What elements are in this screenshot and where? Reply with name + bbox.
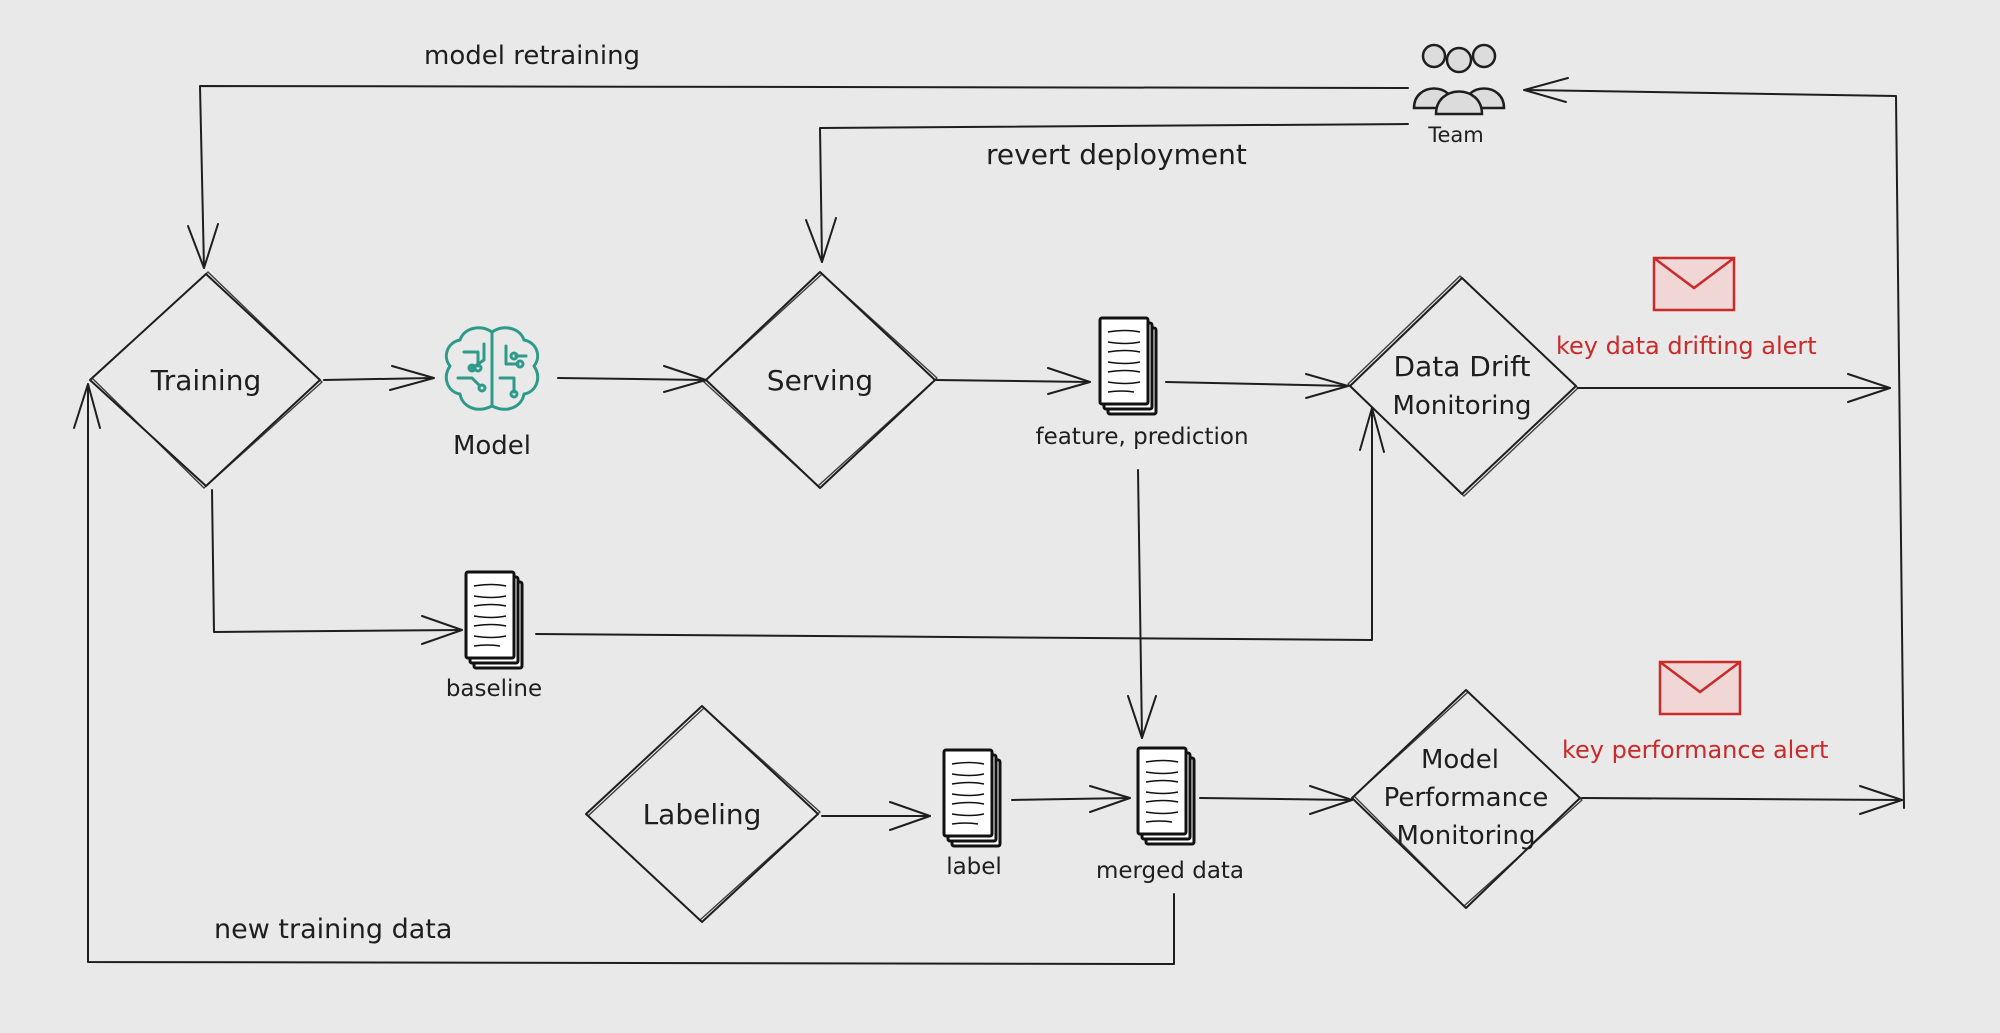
edge-merged-to-performance	[1199, 785, 1353, 815]
edge-training-to-model	[323, 365, 435, 391]
edge-drift-to-team-line	[1577, 373, 1891, 403]
serving-label: Serving	[767, 364, 873, 397]
baseline-label: baseline	[446, 676, 542, 702]
merged-data-label: merged data	[1096, 858, 1244, 884]
labeling-label: Labeling	[643, 798, 762, 831]
labeling-node	[585, 705, 821, 923]
team-label: Team	[1427, 123, 1484, 147]
edge-performance-to-team-line	[1581, 785, 1903, 815]
edge-revert-deployment	[805, 123, 1409, 263]
new-training-data-label: new training data	[214, 914, 452, 945]
training-node	[89, 271, 323, 489]
data-drift-alert-label: key data drifting alert	[1556, 332, 1817, 360]
data-drift-monitoring-node	[1347, 275, 1579, 497]
team-icon	[1412, 43, 1506, 116]
model-performance-monitoring-node	[1351, 689, 1583, 909]
edge-baseline-to-drift	[535, 407, 1385, 641]
edge-model-retraining	[187, 85, 1409, 269]
model-label: Model	[453, 431, 531, 461]
edge-labeling-to-label	[821, 801, 931, 831]
brain-circuit-icon	[444, 326, 540, 411]
feature-prediction-label: feature, prediction	[1035, 424, 1248, 450]
edge-features-to-drift	[1165, 373, 1349, 399]
model-retraining-label: model retraining	[424, 41, 640, 71]
edge-training-to-baseline	[211, 489, 463, 645]
merged-data-doc-icon	[1136, 746, 1196, 846]
data-drift-alert-envelope-icon	[1652, 256, 1736, 312]
feature-prediction-doc-icon	[1098, 316, 1158, 416]
label-doc-icon	[942, 748, 1002, 848]
model-perf-label-line3: Monitoring	[1396, 821, 1535, 851]
baseline-doc-icon	[464, 570, 524, 670]
model-perf-label-line1: Model	[1421, 745, 1499, 775]
training-label: Training	[150, 364, 261, 397]
data-drift-label-line1: Data Drift	[1394, 350, 1531, 383]
edge-features-to-merged	[1127, 469, 1157, 739]
performance-alert-label: key performance alert	[1562, 736, 1828, 764]
edge-label-to-merged	[1011, 785, 1131, 813]
edge-new-training-data	[73, 383, 1175, 965]
edge-model-to-serving	[557, 365, 707, 393]
model-perf-label-line2: Performance	[1384, 783, 1549, 813]
data-drift-label-line2: Monitoring	[1392, 391, 1531, 421]
serving-node	[703, 271, 938, 489]
edge-alerts-to-team	[1523, 77, 1905, 809]
label-label: label	[946, 854, 1002, 880]
edge-serving-to-features	[935, 367, 1091, 395]
performance-alert-envelope-icon	[1658, 660, 1742, 716]
revert-deployment-label: revert deployment	[986, 138, 1247, 171]
